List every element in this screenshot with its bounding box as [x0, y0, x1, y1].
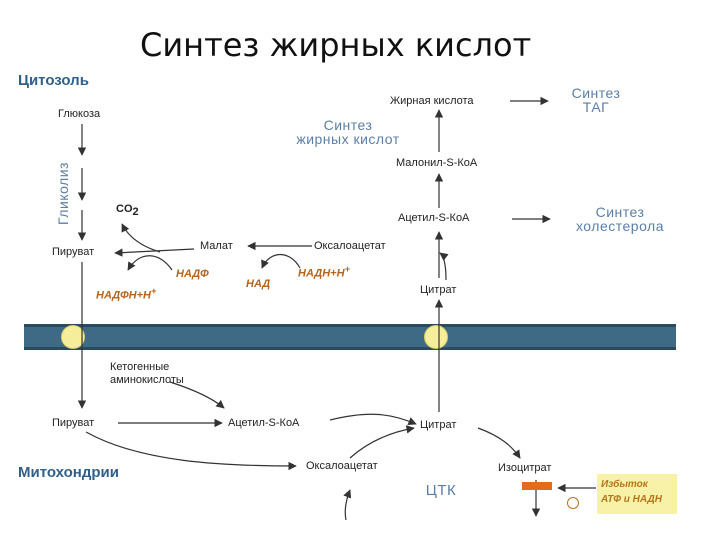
- ketogenic-line1: Кетогенные: [110, 361, 170, 373]
- nadh-superscript: +: [344, 264, 350, 274]
- excess-line1: Избыток: [601, 479, 648, 490]
- mitochondrial-membrane: [24, 324, 676, 350]
- acetyl-coa-cytosol-label: Ацетил-S-КоА: [398, 212, 470, 224]
- arrow-ketogenic-to-acetylcoa: [169, 381, 225, 409]
- page-title: Синтез жирных кислот: [140, 26, 532, 64]
- nad-label: НАД: [246, 278, 271, 290]
- nadph-text: НАДФН+Н: [96, 289, 151, 302]
- glucose-label: Глюкоза: [58, 108, 101, 120]
- nadh-label: НАДН+Н+: [298, 264, 350, 280]
- arrow-citrate-to-oxaloacetate: [439, 252, 449, 281]
- inhibition-symbol: [567, 497, 579, 509]
- arrow-oxaloacetate-to-citrate: [349, 425, 415, 459]
- nadh-text: НАДН+Н: [298, 267, 345, 280]
- citrate-transporter: [424, 325, 448, 349]
- ketogenic-amino-acids-label: Кетогенные аминокислоты: [110, 361, 184, 387]
- acetyl-coa-mito-label: Ацетил-S-КоА: [228, 417, 300, 429]
- nadp-label: НАДФ: [176, 268, 209, 280]
- malonyl-coa-label: Малонил-S-КоА: [396, 157, 478, 169]
- pyruvate-transporter: [61, 325, 85, 349]
- cholesterol-synthesis-label: Синтез холестерола: [556, 205, 684, 233]
- citrate-cytosol-label: Цитрат: [420, 284, 457, 296]
- fa-synthesis-line1: Синтез: [323, 117, 373, 133]
- arrow-tca-cycle-in: [343, 489, 352, 521]
- co2-subscript: 2: [132, 206, 139, 219]
- arrow-nadh-cycle: [261, 253, 301, 269]
- fatty-acid-label: Жирная кислота: [390, 95, 474, 107]
- excess-atp-nadh-box: Избыток АТФ и НАДН: [597, 474, 677, 514]
- pyruvate-cytosol-label: Пируват: [52, 246, 95, 258]
- citrate-mito-label: Цитрат: [420, 419, 457, 431]
- arrow-malate-to-pyruvate: [114, 248, 195, 257]
- cholesterol-synthesis-line2: холестерола: [575, 218, 665, 234]
- fa-synthesis-line2: жирных кислот: [296, 131, 400, 147]
- inhibition-bar: [522, 482, 552, 490]
- nadph-superscript: +: [151, 286, 157, 296]
- cholesterol-synthesis-line1: Синтез: [595, 204, 645, 220]
- arrow-nadp-cycle: [127, 255, 173, 271]
- fa-synthesis-label: Синтез жирных кислот: [268, 118, 428, 146]
- tca-cycle-label: ЦТК: [425, 482, 457, 499]
- oxaloacetate-mito-label: Оксалоацетат: [306, 460, 378, 472]
- ketogenic-line2: аминокислоты: [110, 374, 184, 386]
- malate-label: Малат: [200, 240, 233, 252]
- excess-line2: АТФ и НАДН: [601, 494, 662, 505]
- mitochondria-label: Митохондрии: [18, 464, 119, 481]
- arrow-pyruvate-to-oxaloacetate: [85, 431, 297, 471]
- arrow-acetylcoa-to-citrate: [329, 413, 417, 425]
- co2-base-text: CO: [116, 203, 133, 215]
- tag-synthesis-label: Синтез ТАГ: [556, 86, 636, 114]
- tag-synthesis-line2: ТАГ: [582, 99, 610, 115]
- pyruvate-mito-label: Пируват: [52, 417, 95, 429]
- co2-label: CO2: [116, 203, 139, 218]
- arrow-malate-to-co2: [121, 223, 161, 253]
- isocitrate-label: Изоцитрат: [498, 462, 552, 474]
- arrow-citrate-to-isocitrate: [477, 427, 521, 459]
- tag-synthesis-line1: Синтез: [571, 85, 621, 101]
- oxaloacetate-cytosol-label: Оксалоацетат: [314, 240, 386, 252]
- nadph-label: НАДФН+Н+: [96, 286, 156, 302]
- cytosol-label: Цитозоль: [18, 72, 89, 89]
